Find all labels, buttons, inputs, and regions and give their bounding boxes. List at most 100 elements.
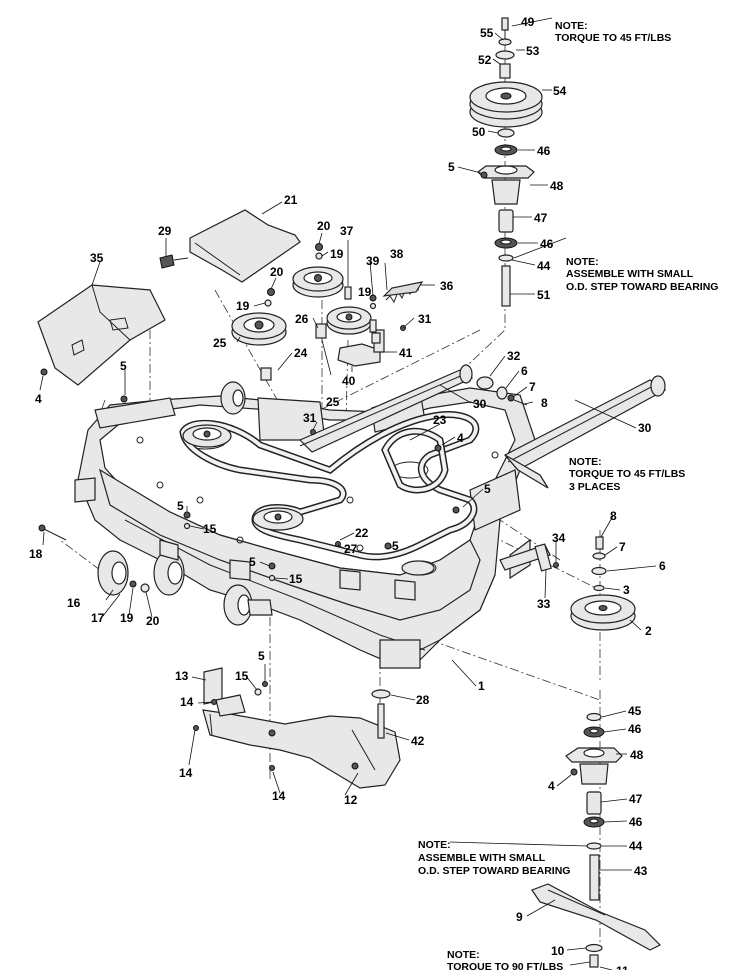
callout-8: 8: [610, 509, 617, 523]
callout-19: 19: [358, 285, 372, 299]
note-torque-45-3-places: NOTE: TORQUE TO 45 FT/LBS 3 PLACES: [569, 456, 685, 493]
bracket-13: [193, 667, 275, 771]
callout-15: 15: [203, 522, 217, 536]
deck-arm-30-left: [298, 364, 474, 453]
callout-26: 26: [295, 312, 309, 326]
callout-39: 39: [366, 254, 380, 268]
callout-11: 11: [616, 964, 629, 970]
callout-24: 24: [294, 346, 308, 360]
callout-9: 9: [516, 910, 523, 924]
note-line: TORQUE TO 90 FT/LBS: [447, 961, 563, 970]
mower-deck-housing: [74, 387, 536, 669]
callout-5: 5: [484, 482, 491, 496]
callout-44: 44: [537, 259, 551, 273]
callout-35: 35: [90, 251, 104, 265]
idler-pulleys: [231, 266, 372, 346]
note-heading: NOTE:: [447, 949, 480, 961]
callout-40: 40: [342, 374, 356, 388]
callout-30: 30: [638, 421, 652, 435]
callout-4: 4: [548, 779, 555, 793]
note-heading: NOTE:: [569, 456, 602, 468]
callout-5: 5: [448, 160, 455, 174]
callout-53: 53: [526, 44, 540, 58]
callout-51: 51: [537, 288, 551, 302]
callout-18: 18: [29, 547, 43, 561]
deck-arm-30-right: [504, 375, 667, 489]
callout-20: 20: [270, 265, 284, 279]
callout-4: 4: [457, 431, 464, 445]
note-line: ASSEMBLE WITH SMALL: [418, 852, 546, 864]
callout-25: 25: [213, 336, 227, 350]
note-heading: NOTE:: [418, 839, 451, 851]
callout-49: 49: [521, 15, 535, 29]
callout-1: 1: [478, 679, 485, 693]
callout-32: 32: [507, 349, 521, 363]
callout-20: 20: [146, 614, 160, 628]
callout-45: 45: [628, 704, 642, 718]
belt-cover-21: [189, 209, 301, 283]
strap-33: [499, 543, 559, 572]
callout-50: 50: [472, 125, 486, 139]
callout-42: 42: [411, 734, 425, 748]
callout-38: 38: [390, 247, 404, 261]
callout-46: 46: [537, 144, 551, 158]
hardware-32-6-7-8: [476, 376, 528, 406]
callout-7: 7: [529, 380, 536, 394]
callout-47: 47: [534, 211, 548, 225]
callout-16: 16: [67, 596, 81, 610]
callout-20: 20: [317, 219, 331, 233]
callout-5: 5: [120, 359, 127, 373]
callout-48: 48: [550, 179, 564, 193]
callout-6: 6: [521, 364, 528, 378]
callout-34: 34: [552, 531, 566, 545]
note-torque-90: NOTE: TORQUE TO 90 FT/LBS: [447, 949, 563, 973]
callout-25: 25: [326, 395, 340, 409]
callout-22: 22: [355, 526, 369, 540]
note-assemble-upper: NOTE: ASSEMBLE WITH SMALL O.D. STEP TOWA…: [566, 256, 718, 293]
callout-33: 33: [537, 597, 551, 611]
callout-5: 5: [392, 539, 399, 553]
note-line: O.D. STEP TOWARD BEARING: [566, 281, 718, 293]
note-line: TORQUE TO 45 FT/LBS: [569, 468, 685, 480]
callout-19: 19: [236, 299, 250, 313]
callout-41: 41: [399, 346, 413, 360]
callout-46: 46: [540, 237, 554, 251]
upper-spindle-stack: [469, 17, 543, 307]
callout-29: 29: [158, 224, 172, 238]
leader-lines: [39, 17, 657, 971]
callout-44: 44: [629, 839, 643, 853]
lower-spindle-stack: [531, 536, 662, 968]
callout-43: 43: [634, 864, 648, 878]
note-assemble-lower: NOTE: ASSEMBLE WITH SMALL O.D. STEP TOWA…: [418, 839, 570, 877]
callout-12: 12: [344, 793, 358, 807]
callout-52: 52: [478, 53, 492, 67]
callout-13: 13: [175, 669, 189, 683]
callout-46: 46: [628, 722, 642, 736]
callout-31: 31: [303, 411, 317, 425]
callout-36: 36: [440, 279, 454, 293]
callout-6: 6: [659, 559, 666, 573]
callout-15: 15: [289, 572, 303, 586]
callout-23: 23: [433, 413, 447, 427]
callout-10: 10: [551, 944, 565, 958]
callout-7: 7: [619, 540, 626, 554]
callout-14: 14: [179, 766, 193, 780]
callout-48: 48: [630, 748, 644, 762]
callout-30: 30: [473, 397, 487, 411]
note-line: TORQUE TO 45 FT/LBS: [555, 32, 671, 44]
callout-3: 3: [623, 583, 630, 597]
callout-21: 21: [284, 193, 298, 207]
callout-47: 47: [629, 792, 643, 806]
callout-4: 4: [35, 392, 42, 406]
callout-46: 46: [629, 815, 643, 829]
deck-pulleys: [182, 424, 435, 576]
bolt-42-washer-28: [371, 689, 391, 739]
note-line: ASSEMBLE WITH SMALL: [566, 268, 694, 280]
callout-5: 5: [258, 649, 265, 663]
callout-55: 55: [480, 26, 494, 40]
callout-27: 27: [344, 542, 358, 556]
misc-hardware: [40, 325, 460, 582]
callout-31: 31: [418, 312, 432, 326]
part-callouts: 49 55 53 52 54 50 46 5 48 47 46 44 51 21…: [29, 15, 666, 975]
